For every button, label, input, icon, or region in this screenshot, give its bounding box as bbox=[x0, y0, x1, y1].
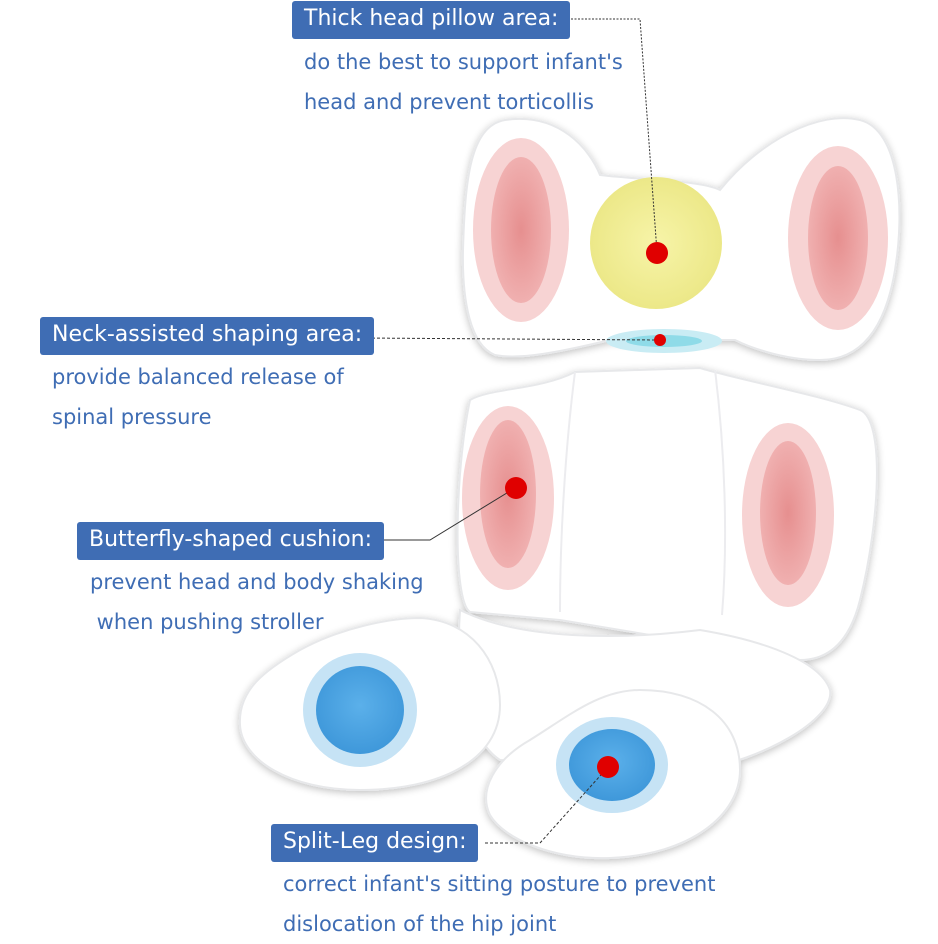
marker-head-pillow bbox=[646, 242, 668, 264]
leader-line-split-leg bbox=[485, 766, 609, 844]
leader-line-butterfly-cushion bbox=[372, 487, 516, 541]
split-leg-desc-line-1: correct infant's sitting posture to prev… bbox=[283, 872, 716, 896]
split-leg-desc-line-2: dislocation of the hip joint bbox=[283, 912, 557, 936]
head-pillow-description: do the best to support infant's head and… bbox=[304, 42, 623, 122]
marker-butterfly-cushion bbox=[505, 477, 527, 499]
split-leg-description: correct infant's sitting posture to prev… bbox=[283, 864, 715, 944]
neck-area-description: provide balanced release of spinal press… bbox=[52, 357, 344, 437]
leader-line-head-pillow bbox=[557, 18, 658, 253]
head-side-pad-right bbox=[788, 146, 888, 330]
back-side-pad-right bbox=[742, 423, 834, 607]
head-pillow-desc-line-2: head and prevent torticollis bbox=[304, 90, 594, 114]
marker-neck-area bbox=[654, 334, 666, 346]
leader-line-neck-area bbox=[361, 337, 659, 341]
split-leg-label: Split-Leg design: bbox=[271, 824, 479, 862]
head-side-pad-left bbox=[473, 138, 569, 322]
butterfly-cushion-description: prevent head and body shaking when pushi… bbox=[90, 562, 424, 642]
marker-split-leg bbox=[597, 756, 619, 778]
neck-area-desc-line-2: spinal pressure bbox=[52, 405, 212, 429]
back-side-pad-left bbox=[462, 406, 554, 590]
leg-pad-left bbox=[303, 653, 417, 767]
markers bbox=[505, 242, 668, 778]
butterfly-cushion-label: Butterfly-shaped cushion: bbox=[77, 522, 385, 560]
butterfly-cushion-desc-line-2: when pushing stroller bbox=[90, 610, 324, 634]
butterfly-cushion-desc-line-1: prevent head and body shaking bbox=[90, 570, 424, 594]
leader-lines bbox=[361, 18, 659, 844]
head-pillow-label: Thick head pillow area: bbox=[292, 1, 571, 39]
neck-area-label: Neck-assisted shaping area: bbox=[40, 317, 375, 355]
neck-area-desc-line-1: provide balanced release of bbox=[52, 365, 344, 389]
head-pillow-desc-line-1: do the best to support infant's bbox=[304, 50, 623, 74]
